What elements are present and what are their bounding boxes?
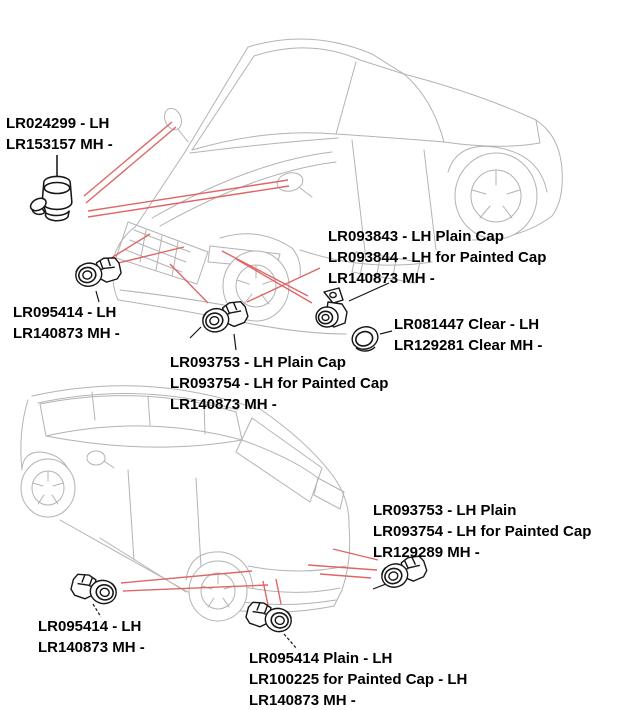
label-front-outer-sensor: LR093843 - LH Plain Cap LR093844 - LH fo… [328,226,546,289]
part-number-line: LR140873 MH - [38,639,145,656]
part-number-line: LR093754 - LH for Painted Cap [373,523,592,540]
part-number-line: LR100225 for Painted Cap - LH [249,671,468,688]
label-rear-center-sensor: LR095414 Plain - LH LR100225 for Painted… [249,648,467,710]
part-number-line: LR140873 MH - [13,325,120,342]
label-rear-left-sensor: LR095414 - LH LR140873 MH - [38,616,145,658]
part-number-line: LR093753 - LH Plain [373,502,517,519]
leader-clear-cap [379,330,393,335]
windscreen-sensor-icon [27,154,73,222]
part-number-line: LR081447 Clear - LH [394,316,540,333]
part-number-line: LR140873 MH - [328,270,435,287]
part-number-line: LR024299 - LH [6,115,110,132]
part-number-line: LR129281 Clear MH - [394,337,543,354]
pointer-lines [83,121,379,606]
part-number-line: LR095414 - LH [38,618,142,635]
leader-rear-center [283,633,298,650]
part-number-line: LR093844 - LH for Painted Cap [328,249,547,266]
label-windscreen-sensor: LR024299 - LH LR153157 MH - [6,113,113,155]
leader-front-center [189,326,237,351]
leader-rear-left [92,603,102,618]
label-clear-cap: LR081447 Clear - LH LR129281 Clear MH - [394,314,542,356]
pointer-windscreen-sensor [83,121,290,218]
front-left-parking-sensor-icon [72,254,124,290]
part-number-line: LR093753 - LH Plain Cap [170,354,346,371]
part-number-line: LR095414 Plain - LH [249,650,393,667]
label-front-center-sensor: LR093753 - LH Plain Cap LR093754 - LH fo… [170,352,388,415]
front-center-parking-sensor-icon [198,298,251,336]
label-front-left-sensor: LR095414 - LH LR140873 MH - [13,302,120,344]
pointer-rear-center-sensor [262,578,282,606]
part-number-line: LR093843 - LH Plain Cap [328,228,504,245]
pointer-rear-outer-sensor [307,548,379,579]
part-number-line: LR140873 MH - [170,396,277,413]
leader-lines [92,282,393,650]
rear-vehicle-drawing [20,385,351,622]
part-number-line: LR140873 MH - [249,692,356,709]
clear-cap-icon [348,322,382,354]
leader-front-left [95,290,100,303]
front-outer-bracket-sensor-icon [315,287,348,328]
rear-left-parking-sensor-icon [68,570,120,608]
pointer-rear-left-sensor [120,570,269,592]
leader-front-outer [348,282,390,302]
part-number-line: LR095414 - LH [13,304,117,321]
leader-rear-outer [372,583,387,590]
pointer-front-outer-sensor [221,250,313,304]
part-number-line: LR093754 - LH for Painted Cap [170,375,389,392]
part-number-line: LR153157 MH - [6,136,113,153]
pointer-front-center-sensor [169,263,321,304]
part-number-line: LR129289 MH - [373,544,480,561]
pointer-front-left-sensor [107,233,185,265]
label-rear-outer-sensor: LR093753 - LH Plain LR093754 - LH for Pa… [373,500,591,563]
